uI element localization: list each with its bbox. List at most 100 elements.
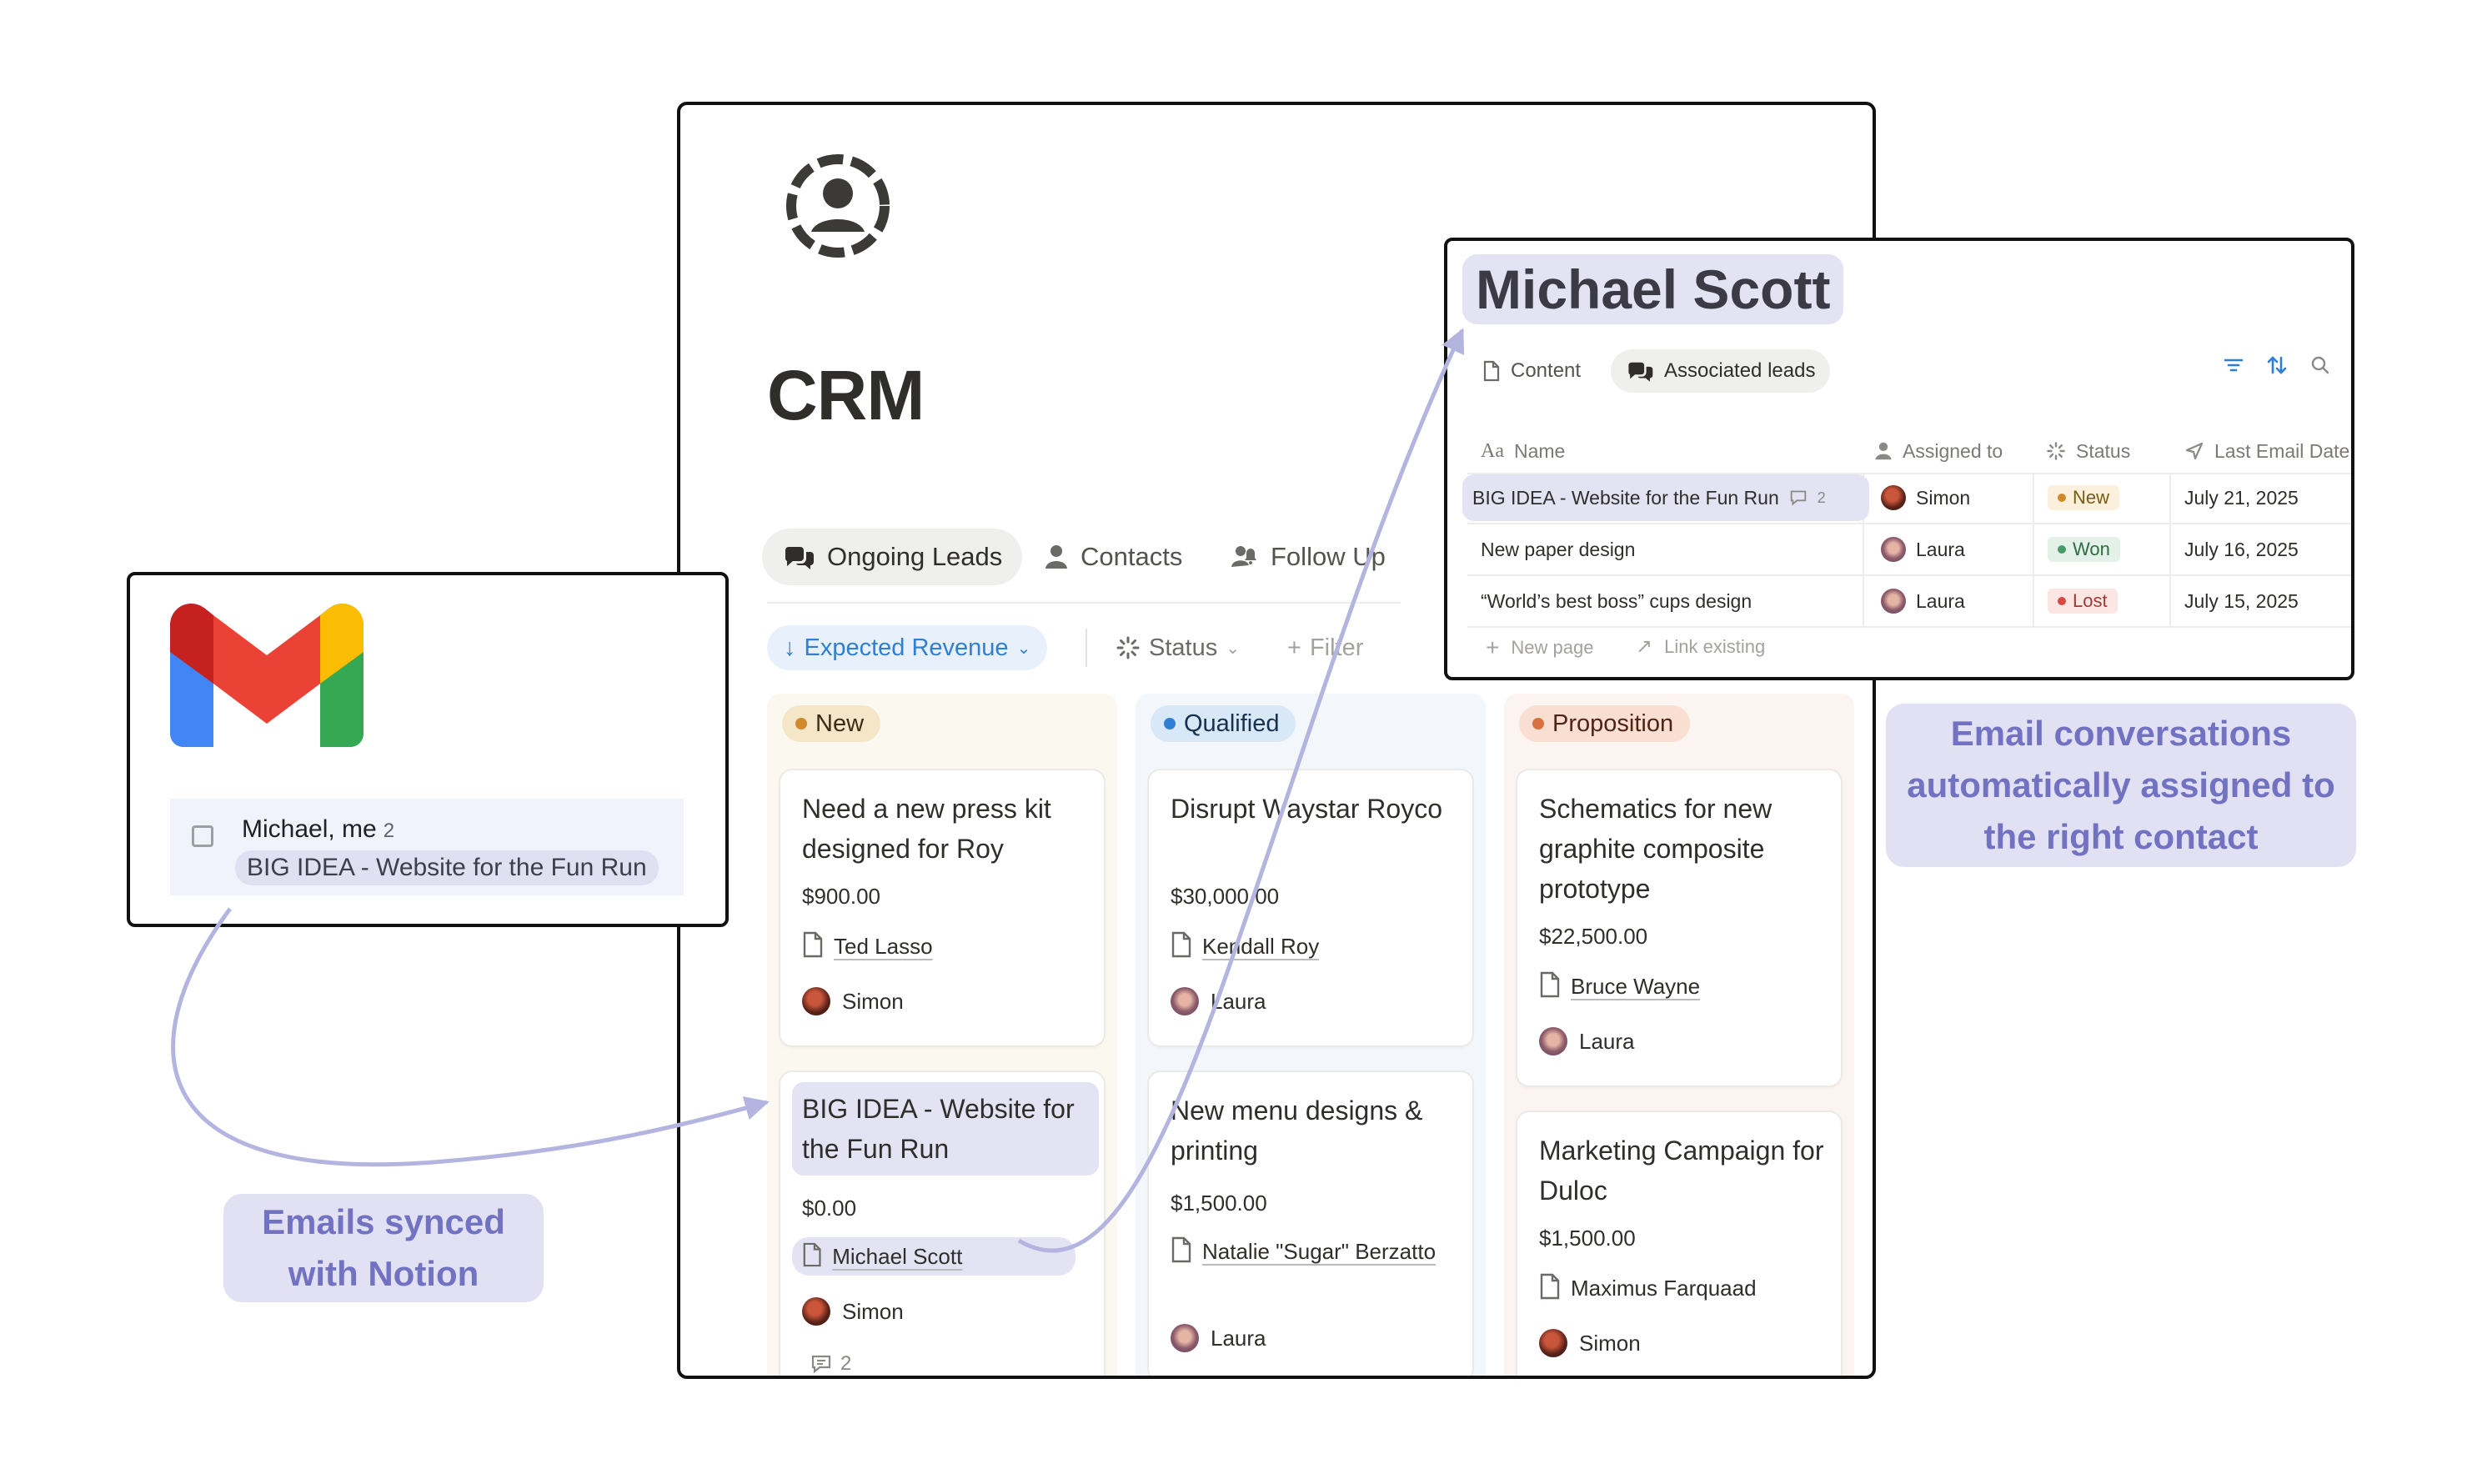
crm-page-icon xyxy=(786,154,890,258)
tab-follow-up[interactable]: Follow Up xyxy=(1211,529,1406,585)
avatar xyxy=(1881,537,1906,562)
lead-card[interactable]: New menu designs & printing $1,500.00 Na… xyxy=(1149,1072,1472,1376)
column-label: Proposition xyxy=(1552,709,1674,737)
table-divider xyxy=(1467,473,2351,474)
card-contact-link[interactable]: Maximus Farquaad xyxy=(1539,1272,1821,1304)
avatar xyxy=(1171,987,1199,1015)
card-assignee: Simon xyxy=(802,1297,904,1326)
filter-label: Filter xyxy=(1309,634,1364,661)
lead-card[interactable]: Disrupt Waystar Royco $30,000.00 Kendall… xyxy=(1149,770,1472,1045)
status-spinner-icon xyxy=(1116,636,1140,659)
card-title: Need a new press kit designed for Roy xyxy=(802,794,1051,864)
contact-title: Michael Scott xyxy=(1462,254,1844,324)
document-icon xyxy=(1540,1273,1560,1300)
card-contact-link[interactable]: Natalie "Sugar" Berzatto xyxy=(1171,1236,1452,1267)
sort-expected-revenue-button[interactable]: ↓ Expected Revenue ⌄ xyxy=(767,625,1048,670)
person-icon xyxy=(1875,442,1892,460)
column-header-last-email[interactable]: Last Email Date xyxy=(2184,434,2349,468)
card-contact-link[interactable]: Ted Lasso xyxy=(802,930,1084,962)
table-divider xyxy=(2169,473,2171,626)
card-amount: $900.00 xyxy=(802,884,880,909)
tab-associated-leads[interactable]: Associated leads xyxy=(1611,349,1831,393)
tab-label: Contacts xyxy=(1081,542,1183,571)
avatar xyxy=(802,987,830,1015)
thread-count: 2 xyxy=(383,820,395,842)
gmail-logo-icon xyxy=(170,603,364,747)
column-label: New xyxy=(815,709,865,737)
view-tools xyxy=(2223,354,2331,376)
card-contact-link[interactable]: Michael Scott xyxy=(792,1237,1076,1276)
card-title: New menu designs & printing xyxy=(1171,1095,1423,1166)
card-title: Schematics for new graphite composite pr… xyxy=(1539,794,1773,904)
filter-button[interactable]: + Filter xyxy=(1287,625,1363,670)
status-spinner-icon xyxy=(2047,442,2065,460)
card-title: Disrupt Waystar Royco xyxy=(1171,794,1442,824)
lead-card[interactable]: Schematics for new graphite composite pr… xyxy=(1517,770,1841,1085)
document-icon xyxy=(803,1242,821,1267)
select-checkbox[interactable] xyxy=(192,825,213,847)
column-header-status[interactable]: Status xyxy=(2046,434,2130,468)
card-amount: $1,500.00 xyxy=(1539,1226,1636,1251)
card-contact-link[interactable]: Kendall Roy xyxy=(1171,930,1452,962)
lead-card[interactable]: BIG IDEA - Website for the Fun Run $0.00… xyxy=(780,1072,1104,1376)
tab-content[interactable]: Content xyxy=(1467,349,1596,393)
column-badge-new: New xyxy=(782,705,881,742)
column-header-assigned[interactable]: Assigned to xyxy=(1874,434,2003,468)
table-row-date: July 21, 2025 xyxy=(2184,486,2299,509)
table-row-name[interactable]: “World’s best boss” cups design xyxy=(1481,589,1752,612)
chat-bubbles-icon xyxy=(785,547,814,569)
tabs-divider xyxy=(767,602,1401,604)
document-icon xyxy=(803,931,823,958)
chat-bubbles-icon xyxy=(1628,362,1653,382)
document-icon xyxy=(1483,360,1500,382)
board-column-new: New Need a new press kit designed for Ro… xyxy=(767,694,1117,1376)
link-existing-button[interactable]: ↗ Link existing xyxy=(1636,635,1766,658)
board-column-qualified: Qualified Disrupt Waystar Royco $30,000.… xyxy=(1136,694,1486,1376)
annotation-emails-synced: Emails synced with Notion xyxy=(223,1194,544,1302)
sort-icon[interactable] xyxy=(2266,354,2288,376)
card-comments[interactable]: 2 xyxy=(810,1352,851,1376)
comment-icon xyxy=(811,1355,831,1374)
send-icon xyxy=(2185,442,2204,460)
search-icon[interactable] xyxy=(2309,354,2331,376)
filter-icon[interactable] xyxy=(2223,354,2244,376)
table-row-name[interactable]: New paper design xyxy=(1481,538,1636,560)
card-amount: $22,500.00 xyxy=(1539,924,1648,949)
status-group-button[interactable]: Status ⌄ xyxy=(1116,625,1240,670)
lead-card[interactable]: Need a new press kit designed for Roy $9… xyxy=(780,770,1104,1045)
column-badge-proposition: Proposition xyxy=(1519,705,1691,742)
person-icon xyxy=(1045,545,1067,569)
tab-ongoing-leads[interactable]: Ongoing Leads xyxy=(762,529,1023,585)
table-row-assignee: Laura xyxy=(1881,578,1965,624)
status-dot xyxy=(1532,718,1544,729)
status-dot xyxy=(1164,718,1176,729)
comment-count: 2 xyxy=(1817,489,1826,506)
card-amount: $1,500.00 xyxy=(1171,1191,1267,1216)
document-icon xyxy=(1171,931,1191,958)
table-row-status: New xyxy=(2048,474,2120,521)
new-page-button[interactable]: + New page xyxy=(1486,634,1594,660)
tab-label: Ongoing Leads xyxy=(827,542,1003,571)
status-dot xyxy=(795,718,807,729)
annotation-auto-assigned: Email conversations automatically assign… xyxy=(1886,704,2356,867)
chevron-down-icon: ⌄ xyxy=(1016,639,1031,658)
avatar xyxy=(1171,1324,1199,1352)
page-title: CRM xyxy=(767,356,925,434)
tab-label: Follow Up xyxy=(1271,542,1386,571)
document-icon xyxy=(1171,1236,1191,1263)
text-type-icon: Aa xyxy=(1481,439,1504,462)
card-assignee: Simon xyxy=(1539,1329,1641,1357)
chevron-down-icon: ⌄ xyxy=(1226,639,1240,658)
card-assignee: Laura xyxy=(1539,1027,1635,1055)
card-contact-link[interactable]: Bruce Wayne xyxy=(1539,970,1821,1002)
column-header-name[interactable]: Aa Name xyxy=(1481,439,1566,462)
table-row-status: Won xyxy=(2048,526,2120,573)
card-title: Marketing Campaign for Duloc xyxy=(1539,1136,1824,1206)
email-subject: BIG IDEA - Website for the Fun Run xyxy=(235,850,659,885)
table-row-name[interactable]: BIG IDEA - Website for the Fun Run 2 xyxy=(1462,474,1869,521)
tab-contacts[interactable]: Contacts xyxy=(1024,529,1202,585)
card-title: BIG IDEA - Website for the Fun Run xyxy=(792,1082,1099,1176)
lead-card[interactable]: Marketing Campaign for Duloc $1,500.00 M… xyxy=(1517,1112,1841,1376)
